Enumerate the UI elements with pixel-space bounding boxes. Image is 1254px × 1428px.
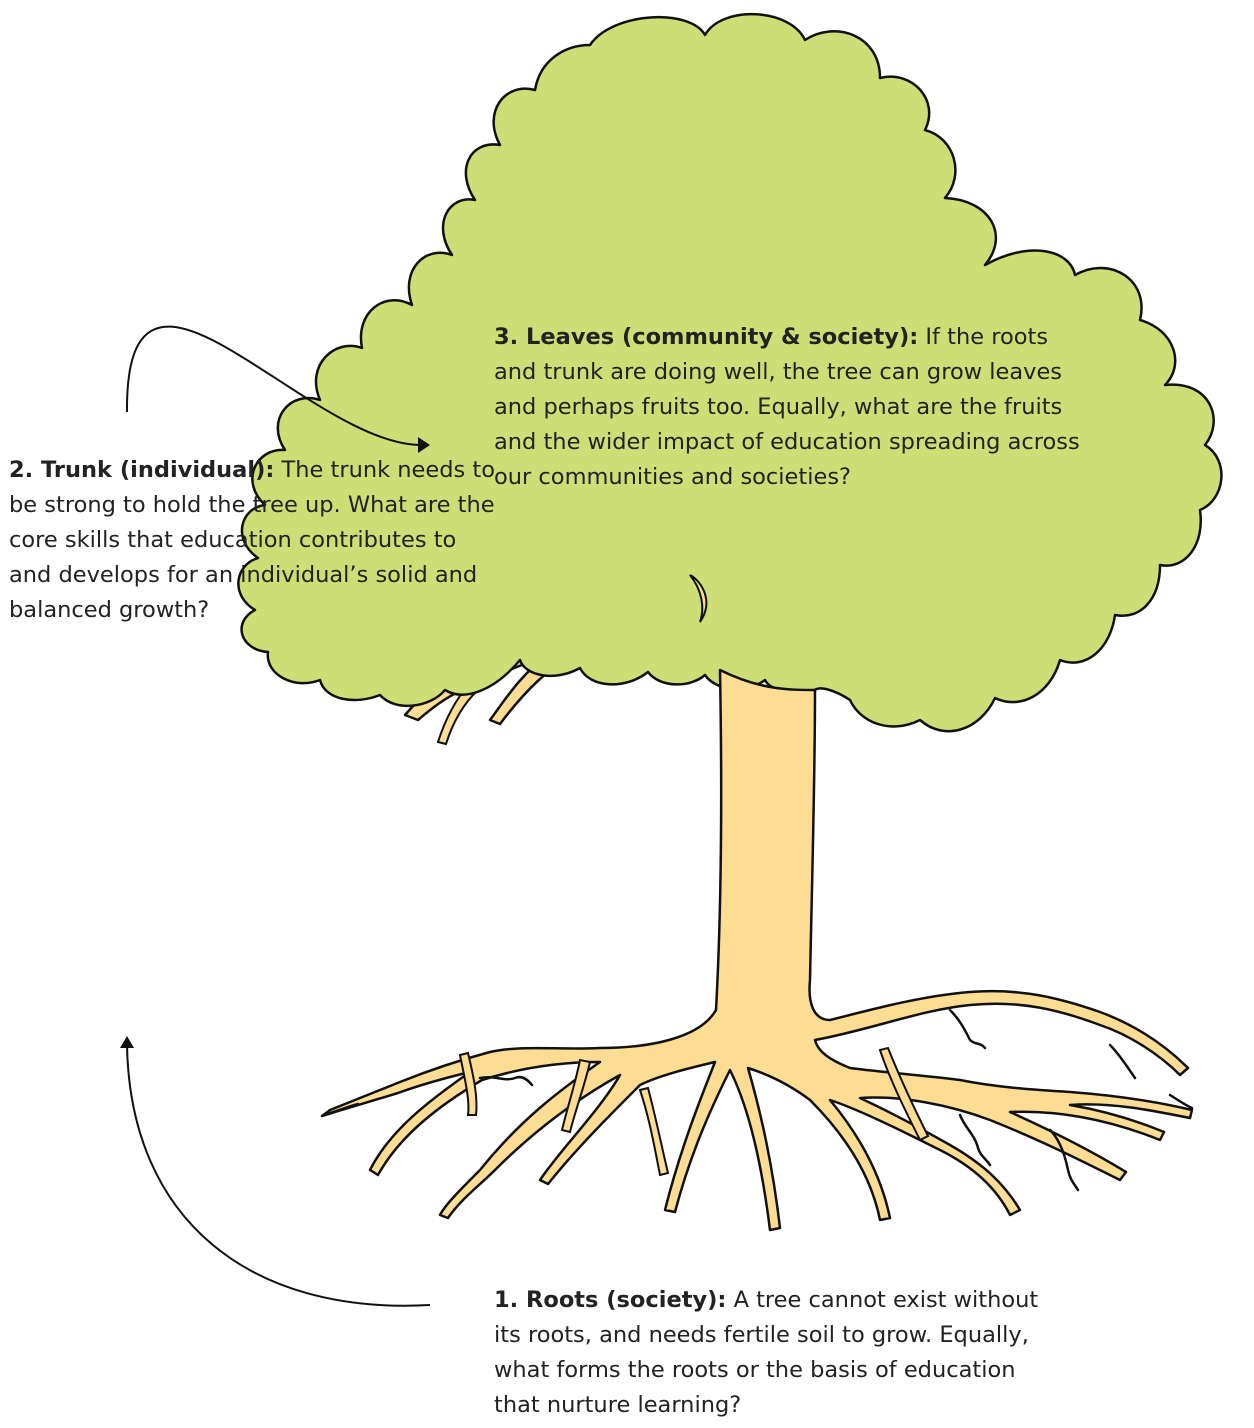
leaves-heading: 3. Leaves (community & society):	[494, 324, 919, 350]
roots-body: A tree cannot exist without its roots, a…	[494, 1287, 1039, 1418]
caption-roots: 1. Roots (society): A tree cannot exist …	[494, 1283, 1054, 1423]
trunk-heading: 2. Trunk (individual):	[9, 457, 275, 483]
leaves-body: If the roots and trunk are doing well, t…	[494, 324, 1080, 490]
arrow-right-icon	[418, 437, 430, 453]
arrow-heads	[120, 437, 430, 1048]
root-squiggles	[328, 1008, 1194, 1192]
arrow-roots-to-trunk	[126, 1044, 431, 1307]
caption-trunk: 2. Trunk (individual): The trunk needs t…	[9, 453, 499, 628]
tree-canopy	[237, 13, 1223, 733]
cycle-arrows	[125, 325, 431, 1307]
caption-leaves: 3. Leaves (community & society): If the …	[494, 320, 1094, 495]
arrow-trunk-to-leaves	[125, 325, 426, 447]
roots-heading: 1. Roots (society):	[494, 1287, 727, 1313]
tree-trunk	[320, 574, 1194, 1232]
trunk-body: The trunk needs to be strong to hold the…	[9, 457, 495, 623]
arrow-up-icon	[120, 1036, 134, 1048]
